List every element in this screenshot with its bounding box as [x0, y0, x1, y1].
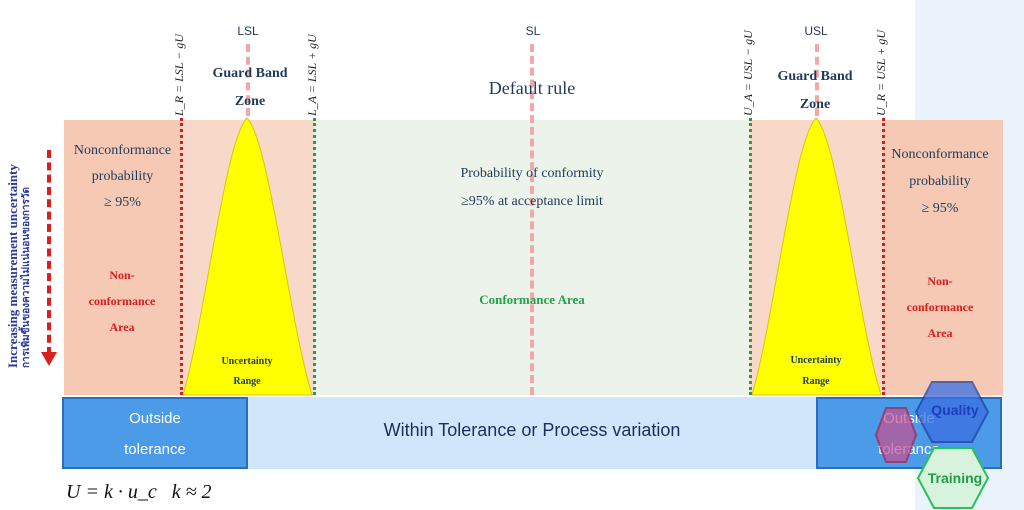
- right-nonconformance-probability: Nonconformance probability ≥ 95%: [891, 147, 989, 216]
- la-formula: L_A = LSL + gU: [305, 34, 319, 116]
- probability-of-conformity: Probability of conformity ≥95% at accept…: [460, 166, 604, 209]
- right-guard-band-title: Guard Band Zone: [777, 69, 853, 112]
- uncertainty-direction-arrow: [47, 150, 51, 355]
- training-logo-text: Training: [927, 470, 983, 486]
- left-uncertainty-peak: [182, 117, 313, 396]
- right-uncertainty-peak: [751, 117, 882, 396]
- right-nonconformance-area-label: Non- conformance Area: [906, 274, 974, 340]
- left-nonconformance-area-label: Non- conformance Area: [88, 268, 156, 334]
- ua-formula: U_A = USL − gU: [741, 30, 755, 116]
- left-nonconformance-probability: Nonconformance probability ≥ 95%: [73, 143, 172, 210]
- sl-label: SL: [525, 24, 541, 38]
- increasing-uncertainty-label: Increasing measurement uncertainty การเพ…: [5, 164, 32, 368]
- left-guard-band-title: Guard Band Zone: [212, 66, 288, 109]
- left-outside-tolerance-box: Outside tolerance: [62, 397, 248, 469]
- training-hexagon-icon: [916, 447, 990, 509]
- arrow-down-icon: [41, 352, 57, 366]
- conformance-area-label: Conformance Area: [479, 292, 585, 307]
- quality-training-logo: [874, 381, 990, 509]
- ur-line: [882, 118, 885, 395]
- center-hexagon-icon: [874, 407, 918, 463]
- right-nonconformance-zone: [883, 120, 1003, 395]
- ur-formula: U_R = USL + gU: [874, 30, 888, 116]
- usl-line: [815, 44, 819, 116]
- left-nonconformance-zone: [64, 120, 181, 395]
- default-rule-title: Default rule: [488, 78, 576, 98]
- ua-line: [749, 118, 752, 395]
- lsl-label: LSL: [237, 24, 259, 38]
- sl-line: [530, 44, 534, 395]
- la-line: [313, 118, 316, 395]
- lr-formula: L_R = LSL − gU: [172, 34, 186, 116]
- usl-label: USL: [804, 24, 828, 38]
- quality-logo-text: Quality: [931, 402, 979, 418]
- expanded-uncertainty-formula: U = k · u_c k ≈ 2: [66, 481, 212, 503]
- right-uncertainty-range-label: Uncertainty Range: [790, 355, 842, 387]
- lsl-line: [246, 44, 250, 116]
- quality-hexagon-icon: [914, 381, 990, 443]
- within-tolerance-label: Within Tolerance or Process variation: [383, 420, 681, 440]
- lr-line: [180, 118, 183, 395]
- left-uncertainty-range-label: Uncertainty Range: [221, 356, 273, 387]
